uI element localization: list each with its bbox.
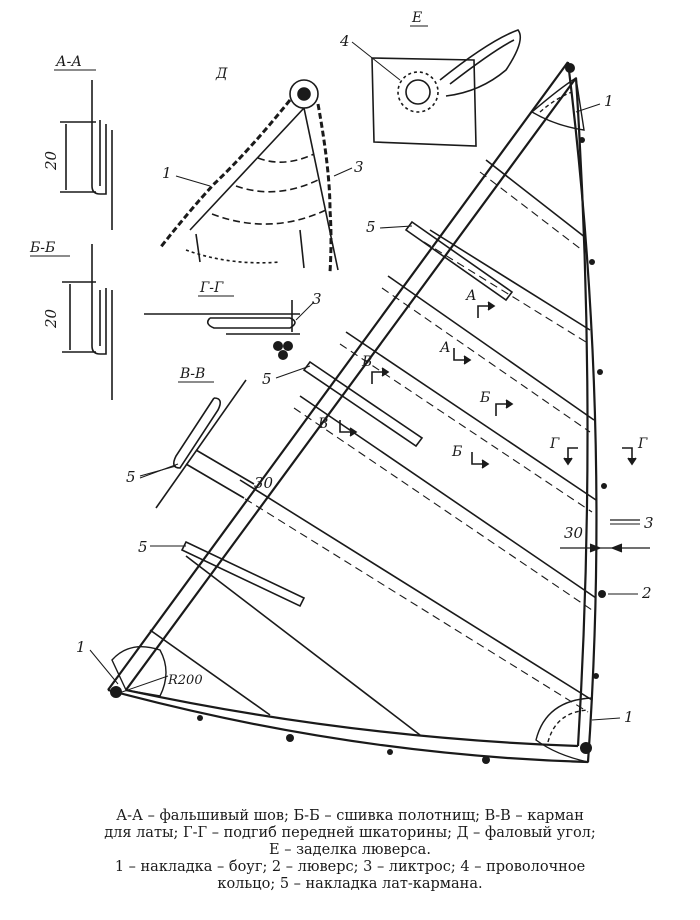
- num-2: 2: [641, 584, 652, 602]
- sail-diagram: А А В В Б Б Г Г 30 R200 1 1 1 2 3 5 5 5 …: [29, 10, 654, 764]
- num-5-b: 5: [262, 370, 272, 388]
- num-5-c: 5: [138, 538, 148, 556]
- dim-20-a: 20: [42, 150, 60, 171]
- vv-num-5: 5: [126, 468, 136, 486]
- section-aa: [60, 80, 113, 230]
- mark-g1: Г: [549, 436, 560, 452]
- gg-num-3: 3: [312, 290, 322, 308]
- d-num-1: 1: [162, 164, 172, 182]
- corner-patches: [111, 76, 593, 763]
- num-3-leech: 3: [644, 514, 654, 532]
- section-gg: [144, 300, 300, 335]
- caption-line-5: кольцо; 5 – накладка лат-кармана.: [217, 876, 483, 892]
- view-e: [371, 29, 522, 147]
- caption: А-А – фальшивый шов; Б-Б – сшивка полотн…: [24, 808, 676, 893]
- d-num-3: 3: [354, 158, 364, 176]
- section-gg-title: Г-Г: [199, 280, 224, 296]
- dim-20-b: 20: [42, 308, 60, 329]
- dim-30-leech: 30: [564, 524, 584, 542]
- caption-line-2: для латы; Г-Г – подгиб передней шкаторин…: [104, 825, 596, 841]
- gg-rope: [273, 341, 293, 360]
- panel-seams: [149, 159, 597, 736]
- section-vv: [155, 379, 255, 509]
- view-e-title: Е: [411, 10, 422, 26]
- num-1-left: 1: [76, 638, 86, 656]
- batten-pockets: [180, 220, 514, 608]
- caption-line-3: Е – заделка люверса.: [269, 842, 431, 858]
- section-markers: [339, 301, 637, 469]
- mark-b2: Б: [451, 444, 462, 460]
- num-5-a: 5: [366, 218, 376, 236]
- grommets: [110, 63, 607, 764]
- caption-line-4: 1 – накладка – боуг; 2 – люверс; 3 – лик…: [114, 859, 586, 875]
- mark-g2: Г: [637, 436, 648, 452]
- section-aa-title: А-А: [55, 54, 82, 70]
- caption-line-1: А-А – фальшивый шов; Б-Б – сшивка полотн…: [116, 808, 584, 824]
- mark-a1: А: [465, 288, 477, 304]
- mark-a2: А: [439, 340, 451, 356]
- num-1-top: 1: [604, 92, 614, 110]
- mark-v1: В: [361, 354, 372, 370]
- leech-dim: [560, 519, 650, 553]
- mark-v2: В: [317, 416, 328, 432]
- num-1-right: 1: [624, 708, 634, 726]
- view-d-title: Д: [215, 66, 228, 82]
- section-bb: [62, 244, 113, 400]
- mark-b1: Б: [479, 390, 490, 406]
- e-num-4: 4: [339, 32, 350, 50]
- section-bb-title: Б-Б: [29, 240, 55, 256]
- radius-label: R200: [167, 673, 203, 688]
- section-vv-title: В-В: [179, 366, 205, 382]
- view-d: [185, 79, 339, 271]
- view-d-rope: [158, 99, 333, 273]
- panel-seams-dashed: [233, 171, 593, 713]
- dim-30-pocket: 30: [254, 474, 274, 492]
